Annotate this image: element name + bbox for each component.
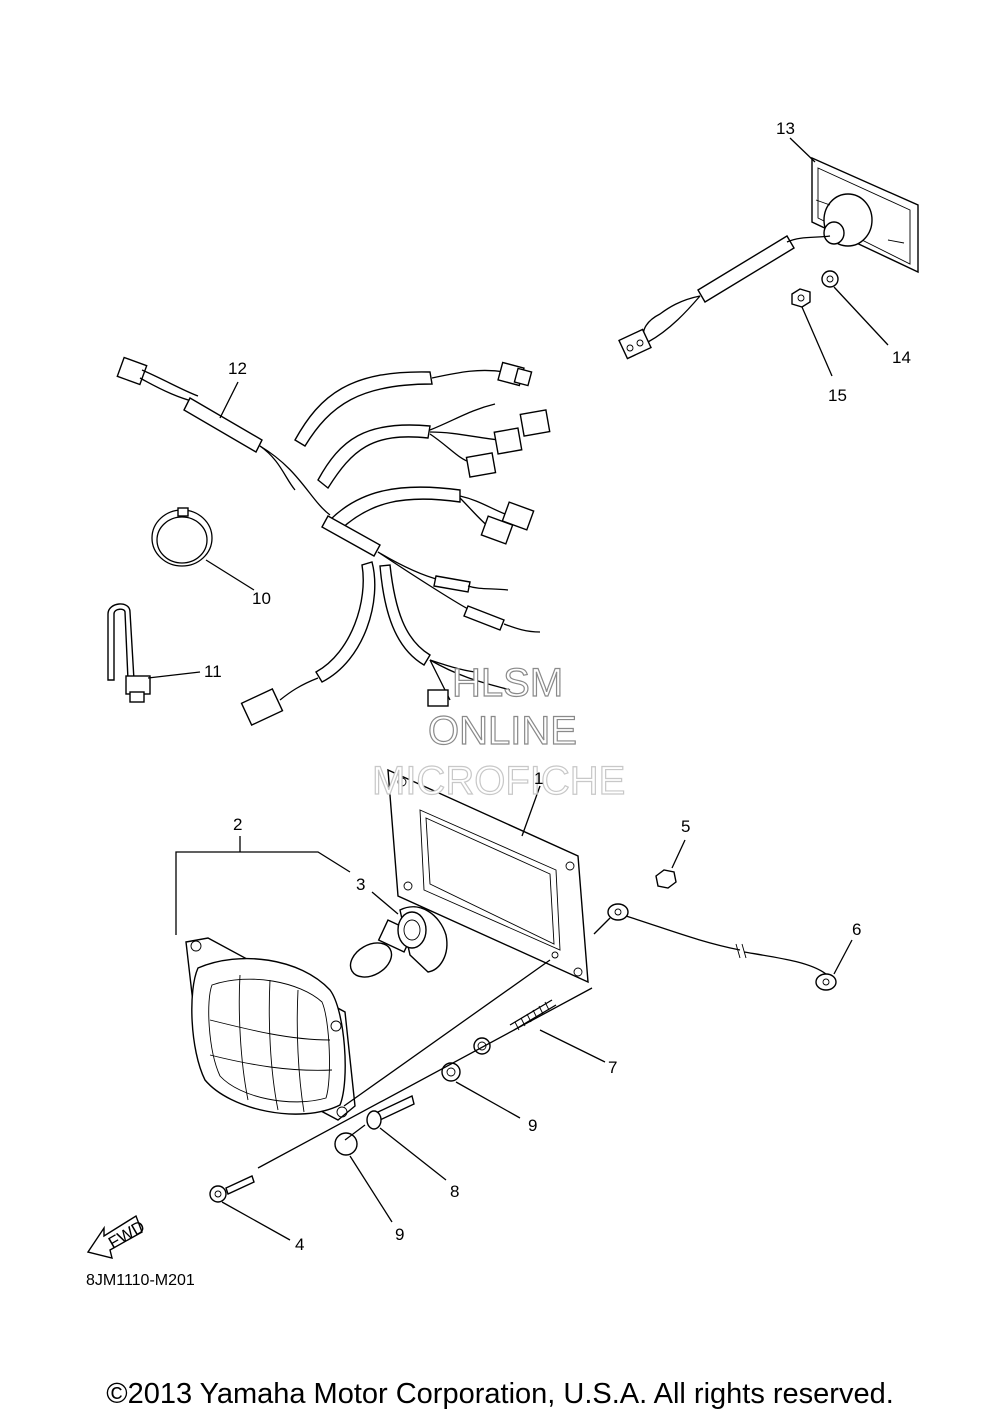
- part-11-clamp: [107, 603, 151, 703]
- part-3-bulb-socket: [349, 906, 448, 978]
- diagram-code: 8JM1110-M201: [86, 1272, 195, 1289]
- callout-5: 5: [681, 817, 690, 836]
- part-15-nut: [791, 288, 811, 308]
- callout-7: 7: [608, 1058, 617, 1077]
- part-8-bolt: [366, 1095, 415, 1130]
- callout-4: 4: [295, 1235, 304, 1254]
- grommet-small: [473, 1037, 491, 1055]
- part-12-wire-harness: [116, 356, 551, 726]
- watermark-line1: HLSM: [452, 661, 563, 705]
- callout-2: 2: [233, 815, 242, 834]
- part-5-nut: [655, 869, 677, 889]
- part-10-band: [151, 507, 213, 567]
- callout-13: 13: [776, 119, 795, 138]
- part-4-screw: [209, 1175, 255, 1203]
- callout-14: 14: [892, 348, 911, 367]
- copyright-notice: ©2013 Yamaha Motor Corporation, U.S.A. A…: [106, 1378, 894, 1410]
- watermark-line2: ONLINE: [428, 709, 577, 753]
- callout-11: 11: [204, 662, 222, 681]
- fwd-arrow-icon: FWD: [86, 1214, 148, 1259]
- callout-8: 8: [450, 1182, 459, 1201]
- part-2-headlight-unit: [185, 937, 356, 1121]
- callout-15: 15: [828, 386, 847, 405]
- watermark: HLSM ONLINE MICROFICHE: [371, 660, 626, 803]
- callout-9-lower: 9: [395, 1225, 404, 1244]
- callout-3: 3: [356, 875, 365, 894]
- part-9-cushion-lower: [334, 1132, 358, 1156]
- part-14-washer: [821, 270, 839, 288]
- part-1-bracket-plate: [387, 768, 589, 984]
- leader-lines: [147, 137, 889, 1241]
- callout-12: 12: [228, 359, 247, 378]
- part-13-gauge-assembly: [618, 156, 919, 360]
- part-6-ground-lead: [607, 903, 837, 991]
- watermark-line3: MICROFICHE: [372, 759, 625, 803]
- callout-1: 1: [534, 769, 543, 788]
- part-9-cushion-upper: [441, 1062, 461, 1082]
- part-7-spring: [509, 999, 557, 1031]
- callout-6: 6: [852, 920, 861, 939]
- callout-labels: 13 14 15 12 10 11 1 2 3 5 6 7 9 8 4 9: [204, 119, 911, 1254]
- callout-10: 10: [252, 589, 271, 608]
- callout-9-upper: 9: [528, 1116, 537, 1135]
